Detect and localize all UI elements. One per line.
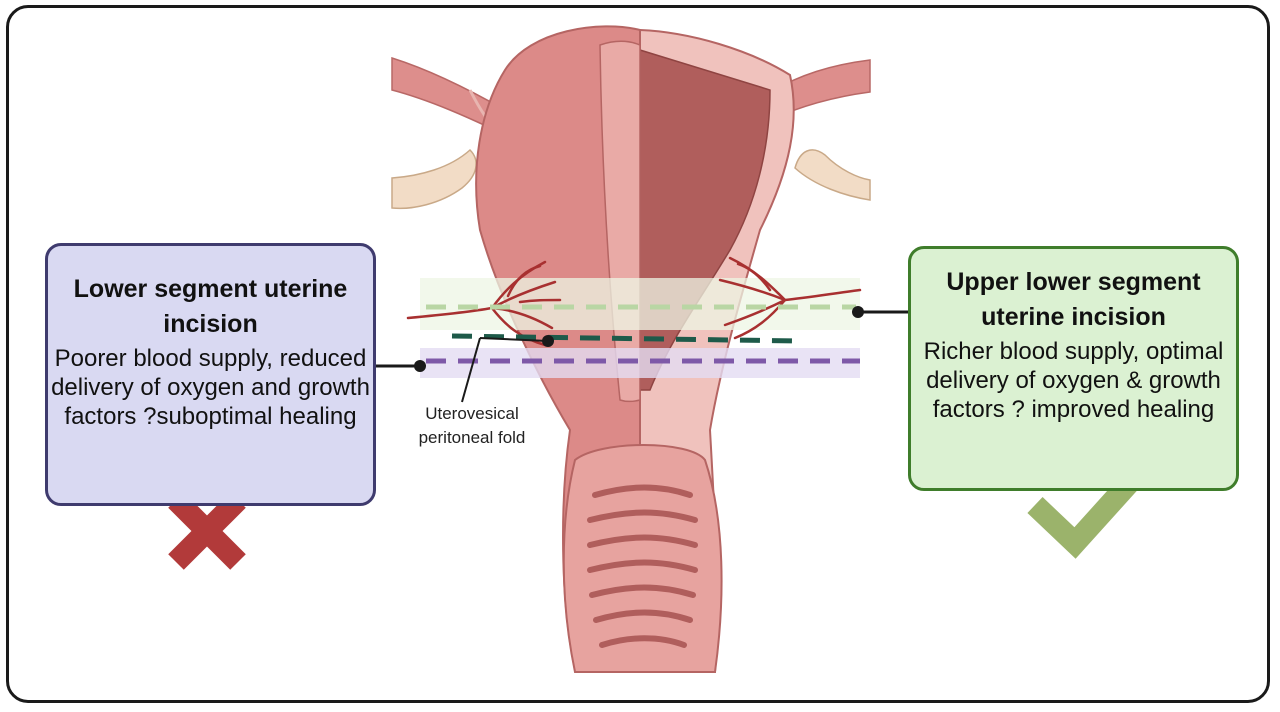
left-fallopian-tube: [391, 56, 507, 210]
cross-icon: [168, 492, 246, 570]
fold-pointer: [461, 335, 554, 403]
lower-segment-title: Lower segment uterine incision: [73, 275, 348, 338]
vaginal-rugae: [587, 484, 698, 648]
upper-incision-band: [420, 278, 860, 330]
right-connector: [852, 306, 908, 318]
middle-incision-dash: [451, 333, 801, 344]
lower-segment-panel: Lower segment uterine incision Poorer bl…: [45, 243, 376, 506]
upper-lower-segment-description: Richer blood supply, optimal delivery of…: [923, 338, 1224, 423]
left-uterine-vessels: [406, 260, 562, 347]
upper-lower-segment-title: Upper lower segment uterine incision: [946, 268, 1201, 331]
lower-segment-description: Poorer blood supply, reduced delivery of…: [51, 345, 370, 430]
upper-lower-segment-panel: Upper lower segment uterine incision Ric…: [908, 246, 1239, 491]
uterovesical-fold-label: Uterovesical peritoneal fold: [418, 404, 526, 447]
check-icon: [1027, 474, 1139, 559]
right-fallopian-tube: [769, 59, 871, 201]
left-connector: [376, 360, 426, 372]
